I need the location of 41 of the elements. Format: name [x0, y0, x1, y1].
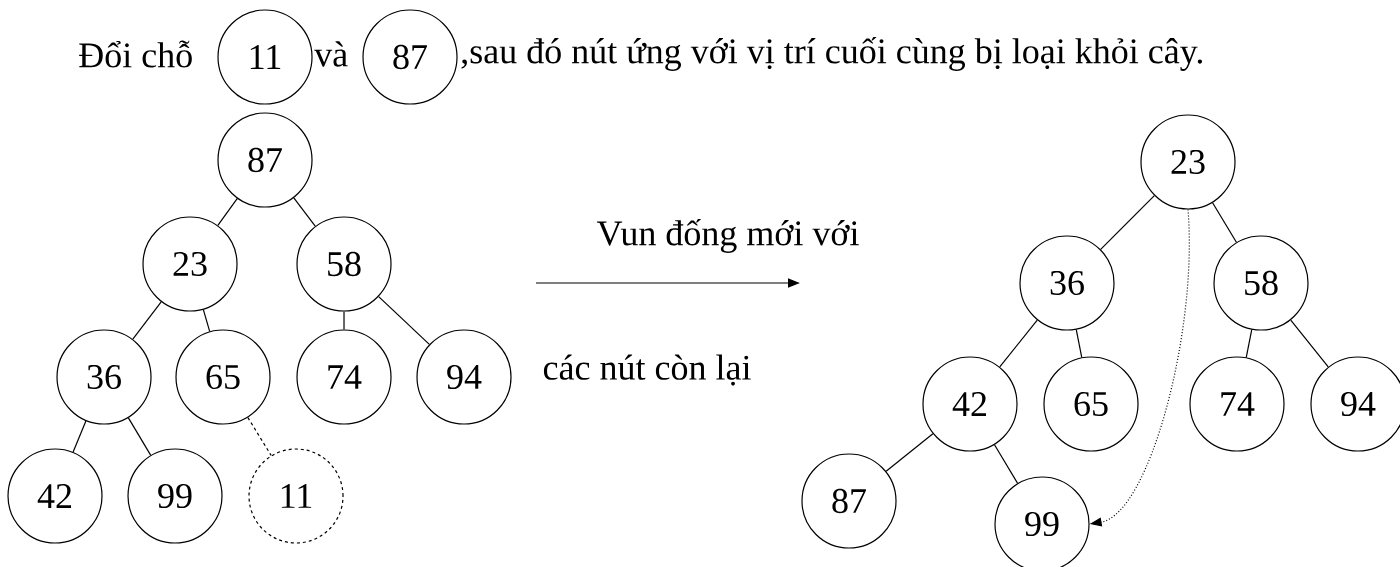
circle-node: 58 [296, 216, 392, 312]
circle-node: 36 [56, 329, 152, 425]
tree-edge [1245, 329, 1253, 358]
circle-node: 74 [296, 329, 392, 425]
tree-edge [378, 296, 430, 345]
circle-node: 87 [362, 9, 458, 105]
text-label: các nút còn lại [543, 354, 751, 386]
tree-edge [132, 301, 162, 340]
circle-node: 42 [7, 448, 103, 544]
tree-edge [127, 417, 152, 456]
circle-node: 94 [416, 329, 512, 425]
text-label: ,sau đó nút ứng với vị trí cuối cùng bị loại khỏi cây. [461, 37, 1203, 71]
text-label: Vun đống mới với [596, 219, 859, 253]
circle-node: 87 [801, 453, 897, 549]
circle-node: 65 [175, 329, 271, 425]
circle-node: 23 [142, 216, 238, 312]
tree-edge [885, 433, 934, 472]
tree-edge [999, 319, 1038, 368]
tree-edge [1100, 195, 1155, 250]
circle-node: 99 [127, 448, 223, 544]
circle-node: 87 [217, 112, 313, 208]
tree-edge [993, 444, 1019, 484]
circle-node: 58 [1213, 235, 1309, 331]
dashed-line [247, 416, 272, 457]
tree-edge [72, 420, 87, 453]
circle-node: 65 [1043, 356, 1139, 452]
tree-edge [293, 197, 316, 227]
text-label: và [314, 41, 348, 67]
circle-node: 36 [1019, 235, 1115, 331]
dashed-circle-node: 11 [248, 448, 344, 544]
circle-node: 23 [1140, 114, 1236, 210]
tree-edge [1290, 319, 1329, 368]
text-label: Đổi chỗ [79, 40, 192, 68]
tree-edge [1212, 202, 1237, 243]
circle-node: 42 [922, 356, 1018, 452]
tree-edge [217, 198, 238, 226]
tree-edge [202, 309, 211, 332]
tree-edge [1075, 329, 1083, 358]
circle-node: 11 [217, 9, 313, 105]
circle-node: 74 [1189, 356, 1285, 452]
tree-edge [343, 311, 345, 330]
